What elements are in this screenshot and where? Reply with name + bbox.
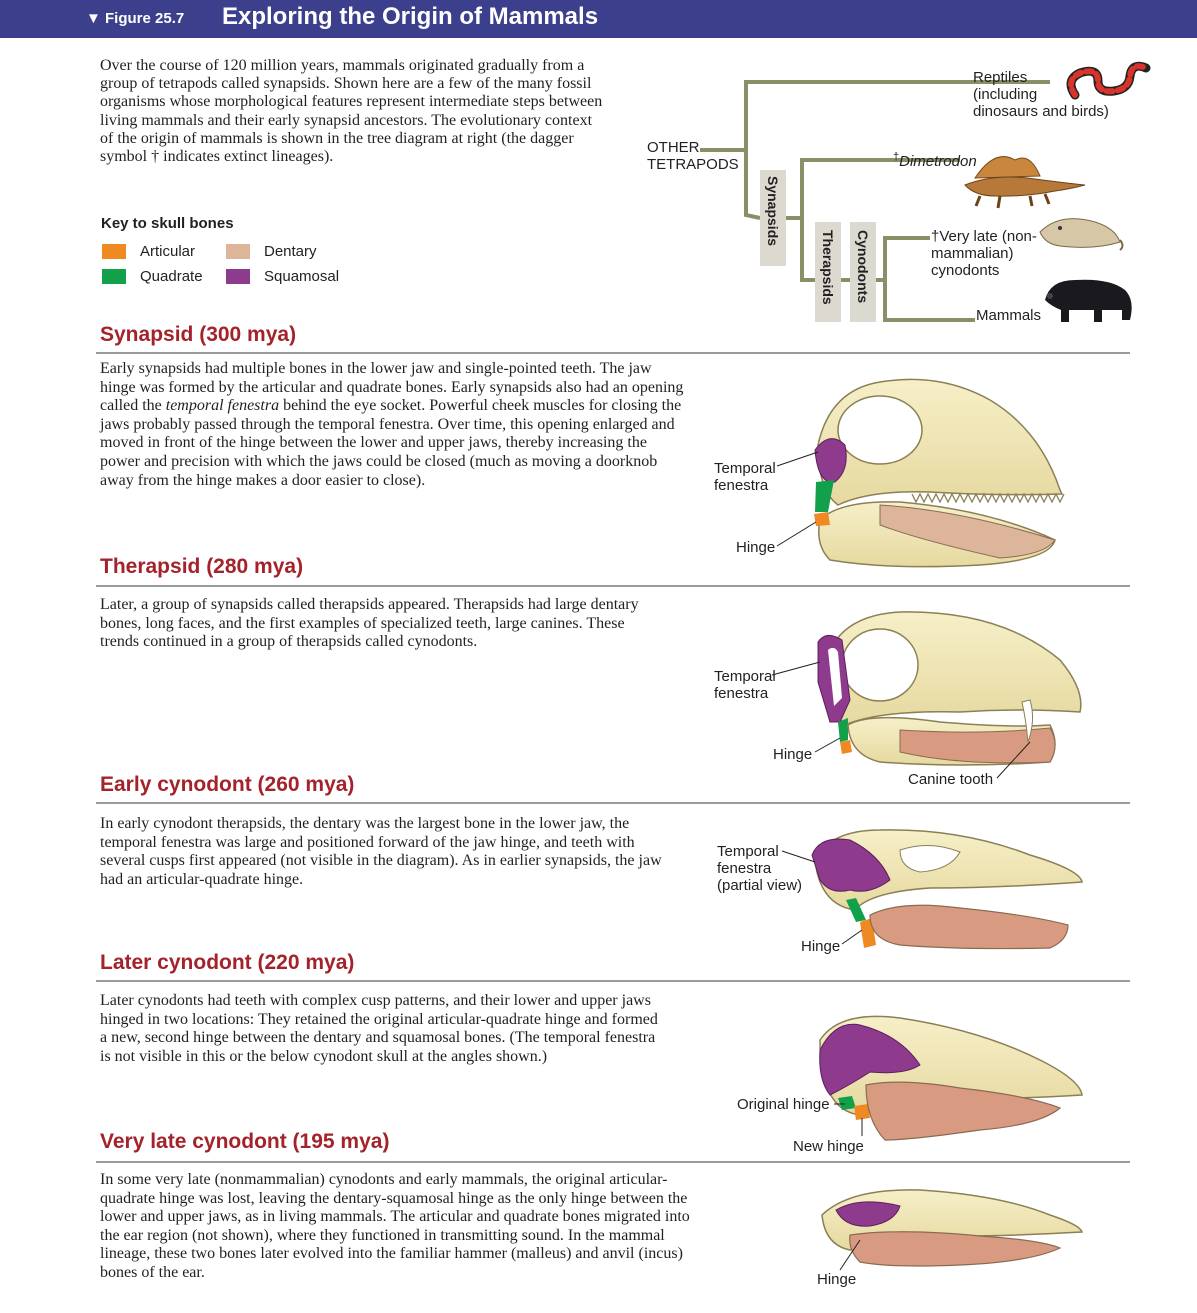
canine-tooth-label: Canine tooth [908, 771, 993, 788]
therapsids-clade-label: Therapsids [819, 230, 836, 305]
dimetrodon-icon [965, 157, 1085, 208]
late-cynodont-icon [1040, 219, 1123, 250]
synapsids-clade-label: Synapsids [764, 176, 781, 246]
early-cynodont-skull [812, 830, 1082, 949]
very-late-cynodont-text: In some very late (nonmammalian) cynodon… [100, 1171, 700, 1283]
section-divider [96, 980, 1130, 982]
therapsid-hinge-label: Hinge [773, 746, 812, 763]
synapsid-title: Synapsid (300 mya) [100, 323, 296, 347]
section-divider [96, 585, 1130, 587]
very-late-cynodont-title: Very late cynodont (195 mya) [100, 1130, 389, 1154]
section-divider [96, 802, 1130, 804]
very-late-cynodonts-label: †Very late (non-mammalian)cynodonts [931, 228, 1037, 279]
bear-icon [1045, 280, 1132, 322]
early-cynodont-title: Early cynodont (260 mya) [100, 773, 354, 797]
later-cynodont-title: Later cynodont (220 mya) [100, 951, 354, 975]
mammals-label: Mammals [976, 307, 1041, 324]
synapsid-text: Early synapsids had multiple bones in th… [100, 360, 685, 490]
synapsid-hinge-label: Hinge [736, 539, 775, 556]
section-divider [96, 352, 1130, 354]
original-hinge-label: Original hinge [737, 1096, 830, 1113]
cynodonts-clade-label: Cynodonts [854, 230, 871, 303]
therapsid-text: Later, a group of synapsids called thera… [100, 596, 660, 652]
therapsid-skull [818, 612, 1081, 765]
later-cynodont-skull [820, 1016, 1082, 1140]
section-divider [96, 1161, 1130, 1163]
later-cynodont-text: Later cynodonts had teeth with complex c… [100, 992, 665, 1066]
early-cynodont-text: In early cynodont therapsids, the dentar… [100, 815, 670, 889]
therapsid-title: Therapsid (280 mya) [100, 555, 303, 579]
very-late-cynodont-skull [822, 1190, 1082, 1266]
synapsid-skull [814, 379, 1064, 566]
very-late-hinge-label: Hinge [817, 1271, 856, 1288]
early-cynodont-hinge-label: Hinge [801, 938, 840, 955]
dimetrodon-label: †Dimetrodon [893, 149, 977, 170]
new-hinge-label: New hinge [793, 1138, 864, 1155]
